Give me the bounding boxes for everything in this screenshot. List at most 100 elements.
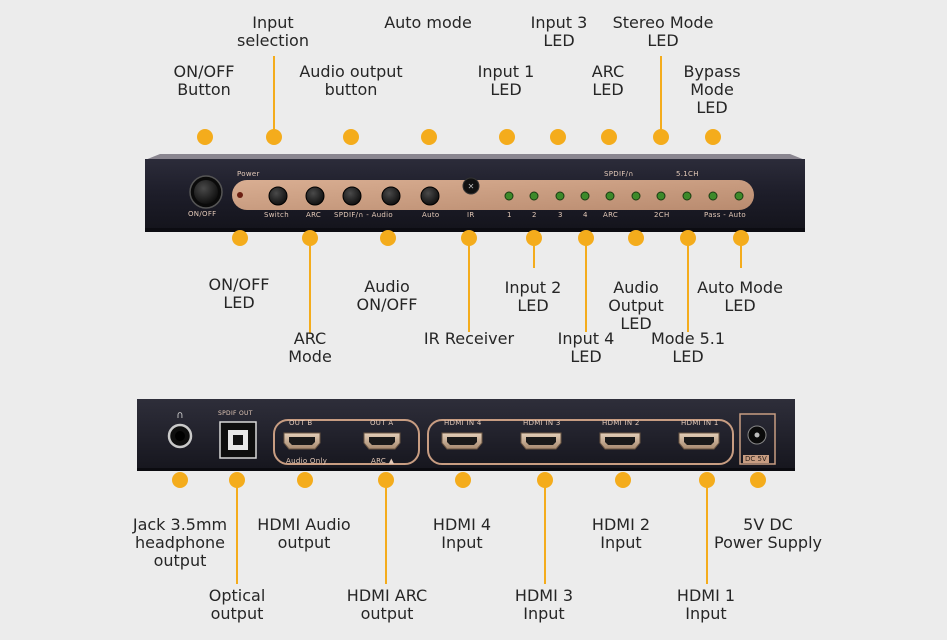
- n3-silk: 3: [558, 211, 563, 219]
- callout-line-stereo: [660, 56, 662, 136]
- callout-line-input-selection: [273, 56, 275, 136]
- label-hdmi2-input: HDMI 2 Input: [591, 515, 651, 552]
- callout-line-automode: [740, 238, 742, 268]
- arc-silk: ARC: [306, 211, 322, 219]
- callout-line-hdmi-arc: [385, 480, 387, 584]
- switch-silk: Switch: [264, 211, 289, 219]
- callout-dot-input4-led: [578, 230, 594, 246]
- spdif-silk: SPDIF/∩: [604, 170, 634, 178]
- callout-dot-jack: [172, 472, 188, 488]
- svg-text:∩: ∩: [176, 410, 183, 421]
- n4-silk: 4: [583, 211, 588, 219]
- label-arc-led: ARC LED: [591, 62, 625, 99]
- arc2-silk: ARC: [603, 211, 619, 219]
- callout-dot-hdmi3: [537, 472, 553, 488]
- callout-dot-optical: [229, 472, 245, 488]
- callout-line-hdmi1: [706, 480, 708, 584]
- callout-dot-hdmi1: [699, 472, 715, 488]
- hdmi-in2-silk: HDMI IN 2: [602, 419, 640, 427]
- hdmi-in1-silk: HDMI IN 1: [681, 419, 719, 427]
- label-optical-output: Optical output: [208, 586, 266, 623]
- label-hdmi1-input: HDMI 1 Input: [676, 586, 736, 623]
- label-auto-mode-led: Auto Mode LED: [697, 278, 783, 315]
- hdmi-in4-silk: HDMI IN 4: [444, 419, 482, 427]
- audio-only-silk: Audio Only: [286, 457, 328, 465]
- callout-dot-mode51-led: [680, 230, 696, 246]
- label-hdmi-audio-output: HDMI Audio output: [257, 515, 351, 552]
- spdif-audio-silk: SPDIF/∩ - Audio: [334, 211, 393, 219]
- label-mode51-led: Mode 5.1 LED: [650, 329, 726, 366]
- out-b-silk: OUT B: [289, 419, 313, 427]
- callout-dot-hdmi2: [615, 472, 631, 488]
- callout-line-hdmi3: [544, 480, 546, 584]
- n1-silk: 1: [507, 211, 512, 219]
- n2-silk: 2: [532, 211, 537, 219]
- ir-silk: IR: [467, 211, 475, 219]
- power-silk: Power: [237, 170, 260, 178]
- pass-auto-silk: Pass - Auto: [704, 211, 747, 219]
- label-jack: Jack 3.5mm headphone output: [132, 515, 228, 570]
- callout-dot-hdmi-audio: [297, 472, 313, 488]
- label-audio-output-led: Audio Output LED: [608, 278, 664, 333]
- label-onoff-button: ON/OFF Button: [173, 62, 235, 99]
- callout-dot-onoff-led: [232, 230, 248, 246]
- label-input-selection: Input selection: [237, 13, 309, 50]
- ch51-silk: 5.1CH: [676, 170, 699, 178]
- hdmi-in3-silk: HDMI IN 3: [523, 419, 561, 427]
- callout-dot-input1-led: [499, 129, 515, 145]
- callout-dot-input3-led: [550, 129, 566, 145]
- onoff-silk: ON/OFF: [188, 210, 217, 218]
- callout-dot-arc-led: [601, 129, 617, 145]
- callout-dot-audio-onoff: [380, 230, 396, 246]
- label-hdmi3-input: HDMI 3 Input: [514, 586, 574, 623]
- callout-dot-bypass-led: [705, 129, 721, 145]
- callout-line-input2: [533, 238, 535, 268]
- label-input3-led: Input 3 LED: [530, 13, 588, 50]
- callout-line-optical: [236, 480, 238, 584]
- callout-dot-auto-mode-led: [733, 230, 749, 246]
- svg-text:✕: ✕: [468, 182, 475, 191]
- callout-dot-dc-power: [750, 472, 766, 488]
- callout-dot-hdmi-arc: [378, 472, 394, 488]
- label-auto-mode: Auto mode: [384, 13, 472, 32]
- hdmi-ports: [283, 432, 720, 450]
- callout-dot-ir-receiver: [461, 230, 477, 246]
- ch2-silk: 2CH: [654, 211, 670, 219]
- callout-dot-onoff-button: [197, 129, 213, 145]
- label-hdmi4-input: HDMI 4 Input: [432, 515, 492, 552]
- label-hdmi-arc-output: HDMI ARC output: [346, 586, 428, 623]
- label-stereo-mode-led: Stereo Mode LED: [612, 13, 714, 50]
- callout-dot-stereo-led: [653, 129, 669, 145]
- callout-line-ir: [468, 238, 470, 332]
- label-arc-mode: ARC Mode: [288, 329, 332, 366]
- callout-dot-input-selection: [266, 129, 282, 145]
- label-dc-power: 5V DC Power Supply: [714, 515, 822, 552]
- label-input1-led: Input 1 LED: [477, 62, 535, 99]
- auto-silk: Auto: [422, 211, 440, 219]
- label-ir-receiver: IR Receiver: [423, 329, 515, 348]
- front-buttons: [268, 186, 440, 206]
- label-input4-led: Input 4 LED: [557, 329, 615, 366]
- spdif-out-silk: SPDIF OUT: [218, 410, 253, 417]
- callout-line-arc-mode: [309, 238, 311, 334]
- callout-line-mode51: [687, 238, 689, 332]
- callout-dot-audio-output-button: [343, 129, 359, 145]
- label-audio-onoff: Audio ON/OFF: [356, 277, 418, 314]
- callout-dot-arc-mode: [302, 230, 318, 246]
- label-onoff-led: ON/OFF LED: [208, 275, 270, 312]
- front-leds: [504, 191, 744, 201]
- callout-dot-auto-mode: [421, 129, 437, 145]
- dc5v-silk: DC 5V: [743, 455, 769, 463]
- callout-line-input4: [585, 238, 587, 332]
- out-a-silk: OUT A: [370, 419, 394, 427]
- arc-tri-silk: ARC ▲: [371, 457, 395, 465]
- callout-dot-input2-led: [526, 230, 542, 246]
- label-audio-output-button: Audio output button: [299, 62, 403, 99]
- callout-dot-audio-output-led: [628, 230, 644, 246]
- label-input2-led: Input 2 LED: [504, 278, 562, 315]
- callout-dot-hdmi4: [455, 472, 471, 488]
- label-bypass-mode-led: Bypass Mode LED: [683, 62, 741, 117]
